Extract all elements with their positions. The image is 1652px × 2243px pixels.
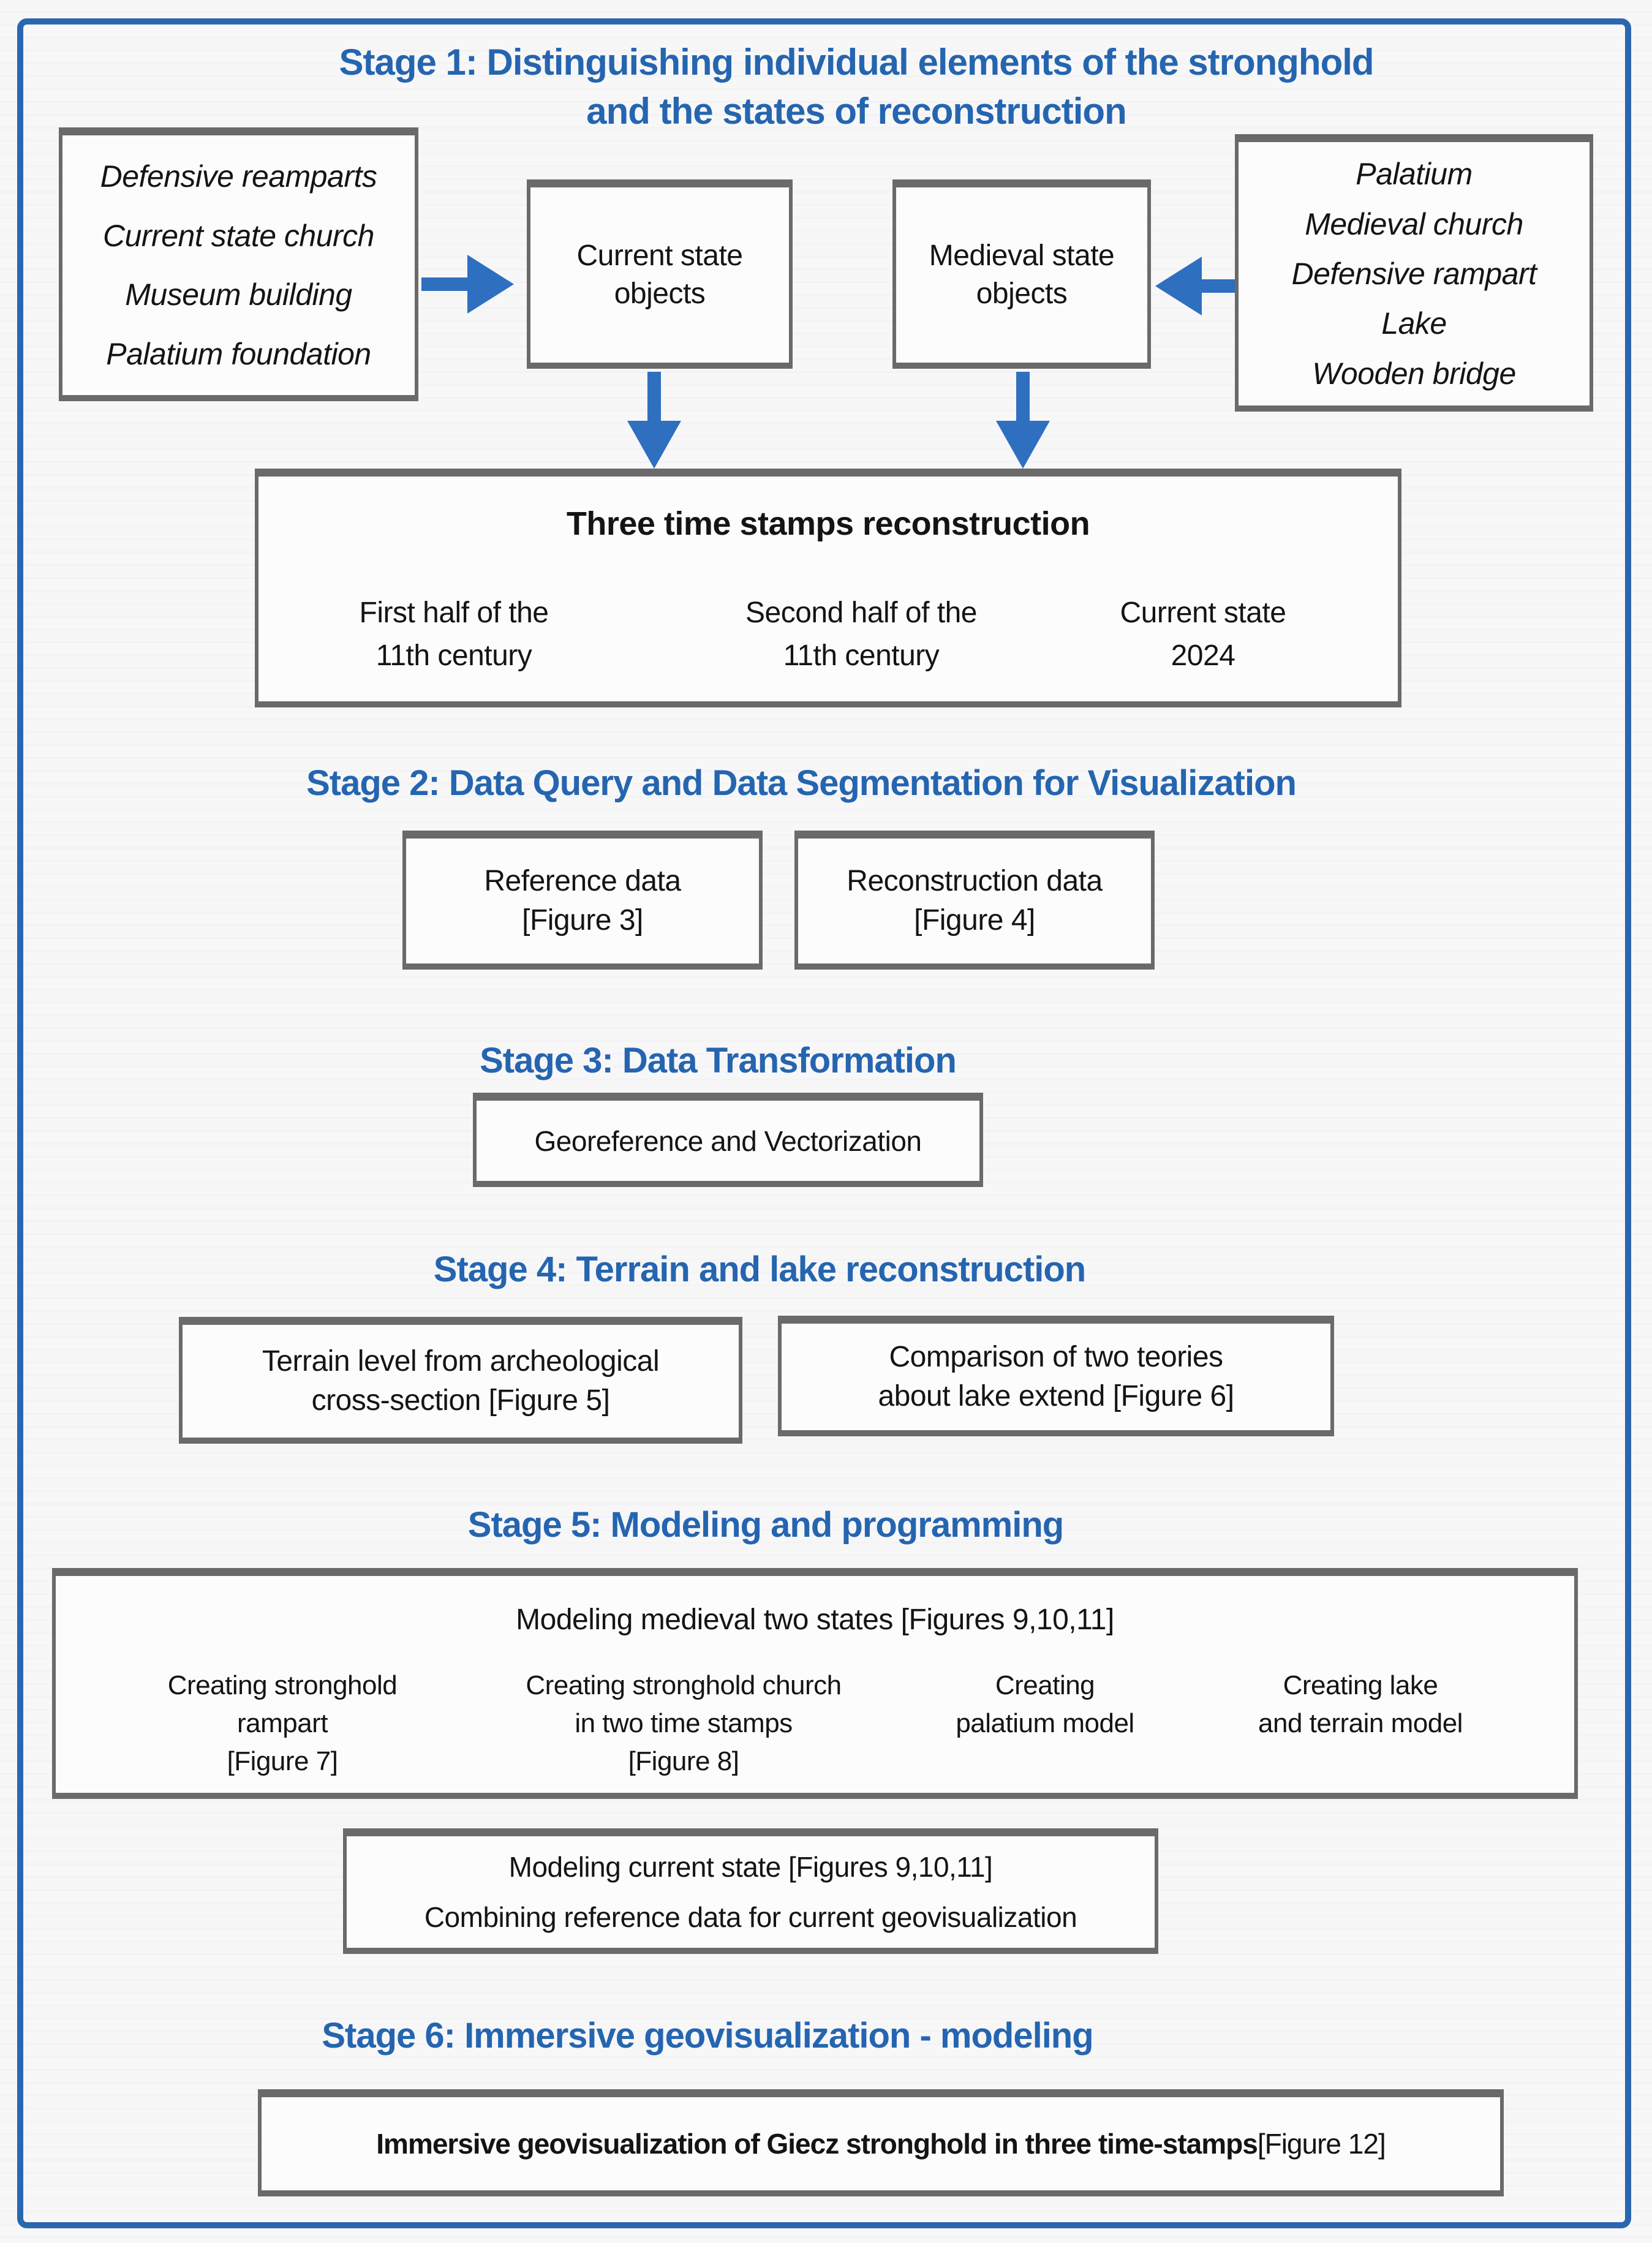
creating-church-column: Creating stronghold church in two time s… bbox=[512, 1667, 855, 1781]
list-item: Lake bbox=[1381, 306, 1447, 341]
list-item: Defensive rampart bbox=[1291, 256, 1537, 291]
modeling-medieval-box: Modeling medieval two states [Figures 9,… bbox=[52, 1568, 1578, 1799]
stage1-title-line1: Stage 1: Distinguishing individual eleme… bbox=[339, 42, 1374, 83]
list-item: Wooden bridge bbox=[1312, 356, 1516, 391]
list-item: Medieval church bbox=[1305, 206, 1523, 241]
timestamp-column-current-state: Current state 2024 bbox=[1019, 592, 1387, 677]
box-line: about lake extend [Figure 6] bbox=[878, 1380, 1234, 1412]
stage1-current-sources-box: Defensive reamparts Current state church… bbox=[59, 127, 418, 401]
box-line: [Figure 3] bbox=[522, 904, 643, 937]
column-line: palatium model bbox=[956, 1708, 1134, 1738]
box-line: Modeling current state [Figures 9,10,11] bbox=[508, 1851, 993, 1883]
reconstruction-data-box: Reconstruction data [Figure 4] bbox=[794, 831, 1155, 970]
diagram-outer-frame bbox=[17, 18, 1631, 2228]
box-line: cross-section [Figure 5] bbox=[311, 1384, 610, 1417]
stage1-title-line2: and the states of reconstruction bbox=[586, 91, 1126, 132]
box-line: Reconstruction data bbox=[847, 865, 1103, 897]
box-line: Georeference and Vectorization bbox=[534, 1125, 922, 1157]
creating-lake-terrain-column: Creating lake and terrain model bbox=[1189, 1667, 1532, 1743]
list-item: Palatium bbox=[1356, 157, 1473, 192]
terrain-level-box: Terrain level from archeological cross-s… bbox=[179, 1317, 742, 1444]
modeling-medieval-heading: Modeling medieval two states [Figures 9,… bbox=[516, 1604, 1114, 1636]
column-line: 2024 bbox=[1171, 639, 1235, 672]
modeling-current-state-box: Modeling current state [Figures 9,10,11]… bbox=[343, 1828, 1158, 1954]
immersive-geovisualization-box: Immersive geovisualization of Giecz stro… bbox=[258, 2089, 1504, 2196]
stage1-title: Stage 1: Distinguishing individual eleme… bbox=[339, 38, 1374, 136]
stage1-medieval-sources-box: Palatium Medieval church Defensive rampa… bbox=[1235, 134, 1593, 412]
creating-rampart-column: Creating stronghold rampart [Figure 7] bbox=[111, 1667, 454, 1781]
column-line: [Figure 7] bbox=[227, 1746, 338, 1776]
column-line: [Figure 8] bbox=[628, 1746, 739, 1776]
column-line: and terrain model bbox=[1258, 1708, 1463, 1738]
box-line: objects bbox=[976, 277, 1068, 310]
column-line: Second half of the bbox=[745, 597, 977, 629]
column-line: rampart bbox=[236, 1708, 328, 1738]
column-line: First half of the bbox=[359, 597, 549, 629]
box-line: objects bbox=[614, 277, 706, 310]
creating-palatium-column: Creating palatium model bbox=[873, 1667, 1216, 1743]
box-line-suffix: [Figure 12] bbox=[1257, 2128, 1386, 2160]
column-line: 11th century bbox=[375, 639, 532, 672]
stage6-title: Stage 6: Immersive geovisualization - mo… bbox=[322, 2016, 1093, 2056]
column-line: 11th century bbox=[783, 639, 940, 672]
lake-extend-comparison-box: Comparison of two teories about lake ext… bbox=[778, 1316, 1334, 1436]
box-line: Comparison of two teories bbox=[889, 1341, 1223, 1373]
box-line: Reference data bbox=[484, 865, 681, 897]
box-line: [Figure 4] bbox=[914, 904, 1035, 937]
column-line: Current state bbox=[1120, 597, 1286, 629]
box-line-bold: Immersive geovisualization of Giecz stro… bbox=[376, 2128, 1258, 2160]
timestamp-column-second-half: Second half of the 11th century bbox=[677, 592, 1045, 677]
list-item: Museum building bbox=[125, 277, 352, 312]
stage2-title: Stage 2: Data Query and Data Segmentatio… bbox=[306, 763, 1297, 803]
column-line: Creating bbox=[995, 1670, 1095, 1700]
box-line: Medieval state bbox=[929, 239, 1115, 272]
timestamp-column-first-half: First half of the 11th century bbox=[270, 592, 638, 677]
stage1-current-state-objects-box: Current state objects bbox=[527, 179, 793, 369]
stage3-title: Stage 3: Data Transformation bbox=[480, 1041, 957, 1080]
list-item: Palatium foundation bbox=[106, 336, 371, 371]
list-item: Current state church bbox=[103, 218, 374, 253]
stage4-title: Stage 4: Terrain and lake reconstruction bbox=[433, 1250, 1086, 1289]
reference-data-box: Reference data [Figure 3] bbox=[402, 831, 763, 970]
column-line: Creating lake bbox=[1283, 1670, 1438, 1700]
stage5-title: Stage 5: Modeling and programming bbox=[467, 1505, 1064, 1545]
column-line: Creating stronghold church bbox=[526, 1670, 842, 1700]
column-line: Creating stronghold bbox=[167, 1670, 398, 1700]
stage1-medieval-state-objects-box: Medieval state objects bbox=[892, 179, 1151, 369]
georeference-vectorization-box: Georeference and Vectorization bbox=[473, 1093, 983, 1187]
list-item: Defensive reamparts bbox=[100, 159, 377, 194]
box-line: Combining reference data for current geo… bbox=[424, 1901, 1077, 1933]
box-line: Terrain level from archeological bbox=[262, 1345, 660, 1378]
three-time-stamps-box: Three time stamps reconstruction First h… bbox=[255, 469, 1401, 707]
box-line: Current state bbox=[576, 239, 743, 272]
timestamps-title: Three time stamps reconstruction bbox=[566, 505, 1090, 542]
column-line: in two time stamps bbox=[575, 1708, 793, 1738]
